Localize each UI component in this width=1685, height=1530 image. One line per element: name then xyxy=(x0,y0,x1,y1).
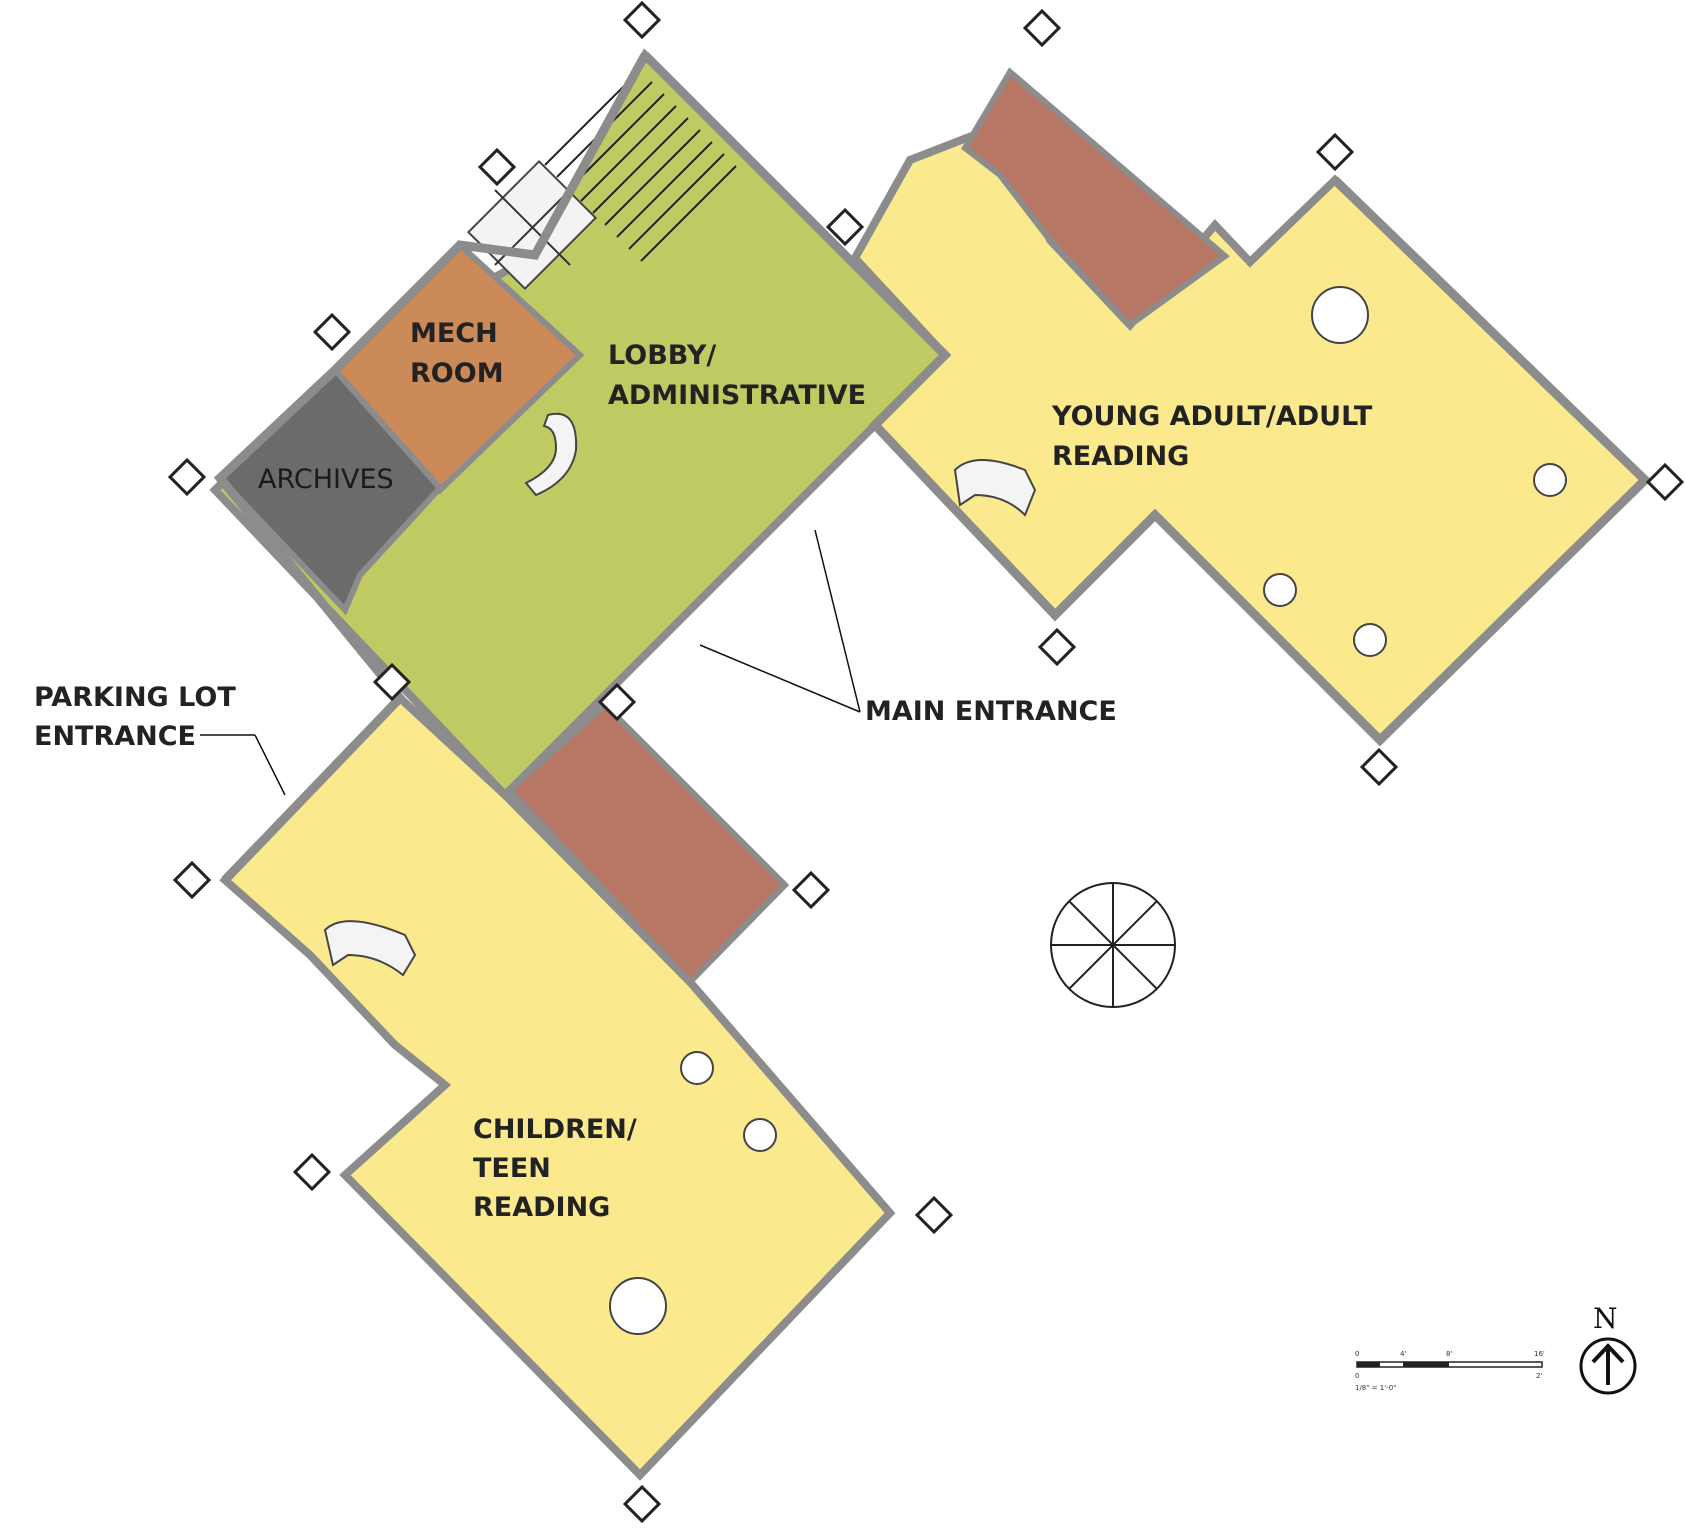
parking-entrance-label-1: PARKING LOT xyxy=(34,682,236,713)
adult-reading-label-2: READING xyxy=(1052,441,1189,472)
scale-tick-bottom-0: 0 xyxy=(1355,1372,1359,1380)
scale-tick-0: 0 xyxy=(1355,1350,1359,1358)
restroom-lower xyxy=(505,700,790,987)
restroom-upper xyxy=(961,67,1230,329)
children-reading-area xyxy=(219,692,896,1481)
scale-tick-4: 4' xyxy=(1400,1350,1406,1358)
adult-reading-label-1: YOUNG ADULT/ADULT xyxy=(1051,401,1373,432)
north-arrow: N xyxy=(1579,1302,1637,1395)
main-entrance-label: MAIN ENTRANCE xyxy=(865,696,1117,727)
scale-tick-8: 8' xyxy=(1446,1350,1452,1358)
circulation-desk xyxy=(524,412,578,497)
leader-lines xyxy=(200,529,861,796)
children-label-3: READING xyxy=(473,1192,610,1223)
adult-reading-area xyxy=(850,119,1651,746)
radial-plaza xyxy=(1050,882,1176,1008)
exterior-wall xyxy=(641,51,1652,747)
scale-caption: 1/8" = 1'-0" xyxy=(1355,1384,1396,1392)
adult-desk xyxy=(953,459,1037,517)
children-desk xyxy=(323,920,417,977)
column-markers xyxy=(167,0,1685,1524)
table-children-small xyxy=(680,1051,777,1152)
scale-bar: 0 4' 8' 16' 0 2' 1/8" = 1'-0" xyxy=(1355,1350,1545,1392)
mech-room-label-1: MECH xyxy=(410,318,498,349)
archives-label: ARCHIVES xyxy=(258,464,394,495)
children-label-2: TEEN xyxy=(473,1153,551,1184)
table-adult-small xyxy=(1263,463,1567,657)
lobby-label-1: LOBBY/ xyxy=(608,340,716,371)
table-children-large xyxy=(609,1277,667,1335)
scale-tick-16: 16' xyxy=(1534,1350,1545,1358)
children-label-1: CHILDREN/ xyxy=(473,1114,637,1145)
north-label: N xyxy=(1593,1302,1618,1335)
mech-room-label-2: ROOM xyxy=(410,358,504,389)
parking-entrance-label-2: ENTRANCE xyxy=(34,721,196,752)
scale-tick-bottom-2: 2' xyxy=(1536,1372,1542,1380)
lobby-label-2: ADMINISTRATIVE xyxy=(608,380,866,411)
exterior-wall-west xyxy=(213,52,649,884)
table-adult-large xyxy=(1311,286,1369,344)
